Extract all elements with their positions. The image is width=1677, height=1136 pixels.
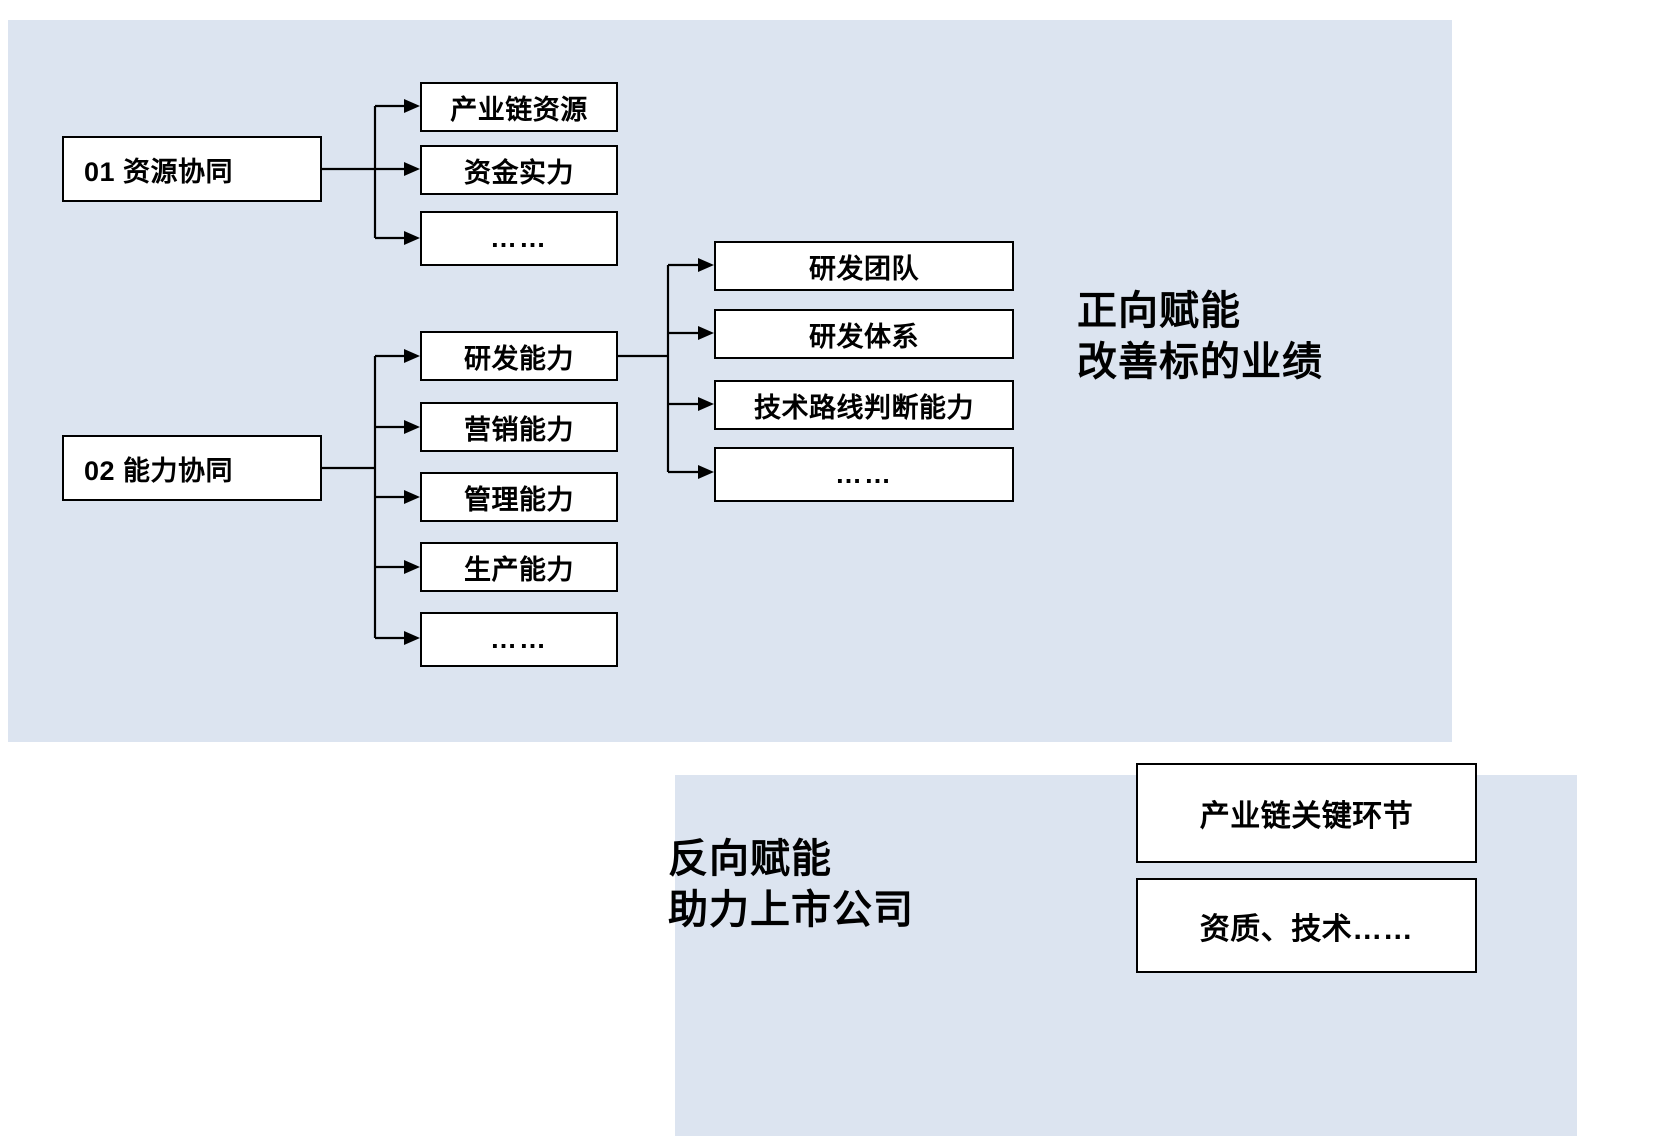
node-management-capability[interactable]: 管理能力 <box>420 472 618 522</box>
node-qualification-technology[interactable]: 资质、技术…… <box>1136 878 1477 973</box>
node-industry-chain-key-link[interactable]: 产业链关键环节 <box>1136 763 1477 863</box>
node-industry-chain-resource[interactable]: 产业链资源 <box>420 82 618 132</box>
headline-forward-empowerment: 正向赋能 改善标的业绩 <box>1077 289 1323 385</box>
node-production-capability[interactable]: 生产能力 <box>420 542 618 592</box>
node-rnd-team[interactable]: 研发团队 <box>714 241 1014 291</box>
node-branch02-ellipsis[interactable]: …… <box>420 612 618 667</box>
headline-reverse-empowerment: 反向赋能 助力上市公司 <box>668 837 914 933</box>
node-branch01-ellipsis[interactable]: …… <box>420 211 618 266</box>
node-02-capability-synergy[interactable]: 02 能力协同 <box>62 435 322 501</box>
node-tech-route-judgement[interactable]: 技术路线判断能力 <box>714 380 1014 430</box>
node-01-resource-synergy[interactable]: 01 资源协同 <box>62 136 322 202</box>
node-rnd-system[interactable]: 研发体系 <box>714 309 1014 359</box>
node-marketing-capability[interactable]: 营销能力 <box>420 402 618 452</box>
node-rnd-capability[interactable]: 研发能力 <box>420 331 618 381</box>
node-capital-strength[interactable]: 资金实力 <box>420 145 618 195</box>
node-rnd-ellipsis[interactable]: …… <box>714 447 1014 502</box>
